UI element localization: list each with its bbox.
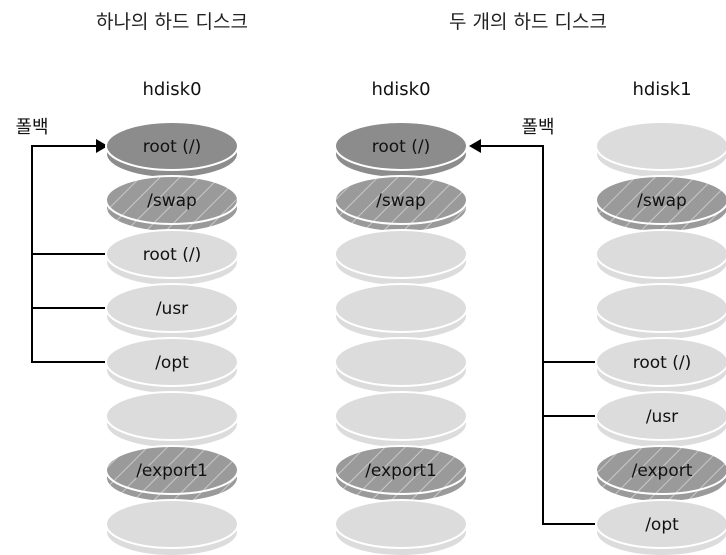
slice-middle-4-top <box>334 337 468 387</box>
title-two-disks: 두 개의 하드 디스크 <box>449 11 607 33</box>
slice-left-2-top <box>105 229 239 279</box>
slice-right-5-top <box>595 391 726 441</box>
slice-left-4-label: /opt <box>155 353 189 373</box>
slice-left-0: root (/) <box>105 121 239 179</box>
slice-middle-0-label: root (/) <box>372 137 430 157</box>
slice-right-3 <box>595 283 726 341</box>
slice-left-0-label: root (/) <box>143 137 201 157</box>
slice-left-6-label: /export1 <box>136 461 208 481</box>
fallback-arrow-left <box>96 139 108 153</box>
slice-middle-2 <box>334 229 468 287</box>
slice-right-7-top <box>595 499 726 549</box>
slice-left-4-top <box>105 337 239 387</box>
slice-middle-7-top <box>334 499 468 549</box>
disk-label-middle-hdisk0: hdisk0 <box>371 79 430 100</box>
slice-left-7 <box>105 499 239 555</box>
slice-right-0 <box>595 121 726 179</box>
fallback-label-middle: 폴백 <box>521 117 554 138</box>
fallback-line-right-main <box>479 145 596 525</box>
slice-middle-5-top <box>334 391 468 441</box>
slice-left-5 <box>105 391 239 449</box>
slice-right-1: /swap <box>595 175 726 233</box>
slice-left-3-top <box>105 283 239 333</box>
slice-right-4-label: root (/) <box>633 353 691 373</box>
slice-right-5-label: /usr <box>646 407 678 427</box>
slice-right-6: /export <box>595 445 726 503</box>
slice-middle-6: /export1 <box>334 445 468 503</box>
slice-middle-1: /swap <box>334 175 468 233</box>
slice-middle-4 <box>334 337 468 395</box>
slice-left-2-label: root (/) <box>143 245 201 265</box>
slice-right-6-label: /export <box>632 461 693 481</box>
slice-right-0-top <box>595 121 726 171</box>
slice-middle-3-top <box>334 283 468 333</box>
slice-right-2 <box>595 229 726 287</box>
slice-middle-6-top <box>334 445 468 495</box>
slice-left-4: /opt <box>105 337 239 395</box>
slice-middle-2-top <box>334 229 468 279</box>
slice-left-5-top <box>105 391 239 441</box>
disk-label-right-hdisk1: hdisk1 <box>632 79 691 100</box>
slice-left-6-top <box>105 445 239 495</box>
slice-left-2: root (/) <box>105 229 239 287</box>
fallback-connectors <box>31 139 596 525</box>
slice-middle-6-label: /export1 <box>365 461 437 481</box>
slice-left-1: /swap <box>105 175 239 233</box>
disk-label-left-hdisk0: hdisk0 <box>142 79 201 100</box>
slice-left-0-top <box>105 121 239 171</box>
slice-middle-0: root (/) <box>334 121 468 179</box>
slice-right-6-top <box>595 445 726 495</box>
slice-middle-7 <box>334 499 468 555</box>
slice-right-3-top <box>595 283 726 333</box>
fallback-arrow-middle <box>469 139 481 153</box>
slice-right-1-top <box>595 175 726 225</box>
slice-left-7-top <box>105 499 239 549</box>
slice-left-6: /export1 <box>105 445 239 503</box>
slice-right-5: /usr <box>595 391 726 449</box>
slice-right-4-top <box>595 337 726 387</box>
slice-middle-0-top <box>334 121 468 171</box>
slice-left-3-label: /usr <box>156 299 188 319</box>
slice-middle-3 <box>334 283 468 341</box>
slice-right-7-label: /opt <box>645 515 679 535</box>
slice-right-4: root (/) <box>595 337 726 395</box>
fallback-label-left: 폴백 <box>15 117 48 138</box>
slice-right-2-top <box>595 229 726 279</box>
title-one-disk: 하나의 하드 디스크 <box>96 11 248 33</box>
slice-right-1-label: /swap <box>637 191 687 211</box>
slice-left-1-top <box>105 175 239 225</box>
disk-stacks: root (/) /swap root (/) /usr/opt/export1 roo… <box>105 121 726 555</box>
slice-middle-5 <box>334 391 468 449</box>
slice-left-1-label: /swap <box>147 191 197 211</box>
slice-left-3: /usr <box>105 283 239 341</box>
slice-right-7: /opt <box>595 499 726 555</box>
slice-middle-1-top <box>334 175 468 225</box>
slice-middle-1-label: /swap <box>376 191 426 211</box>
